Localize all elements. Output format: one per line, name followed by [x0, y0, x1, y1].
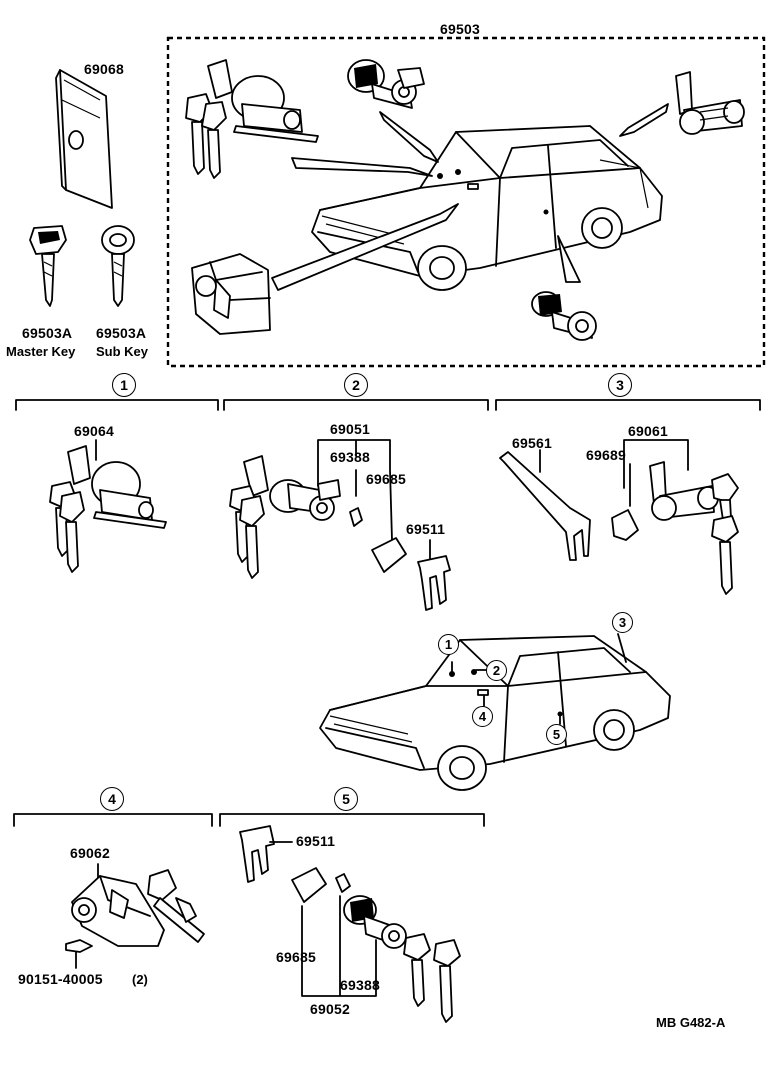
- group-2-marker: 2: [344, 373, 368, 397]
- group-5-clip: [335, 873, 351, 893]
- sub-key-part-number: 69503A: [96, 325, 147, 341]
- group-5-bracket: [219, 813, 485, 827]
- group-2-door-cylinder: [229, 455, 341, 579]
- car-marker-4: 4: [472, 706, 493, 727]
- key-plate-part-number: 69068: [84, 61, 124, 77]
- pointer-ignition: [291, 157, 433, 177]
- group-4-glovebox-lock: [71, 869, 205, 947]
- group-4-bolt: [65, 939, 93, 953]
- group-3-leaders: [623, 439, 689, 507]
- assembly-frame: [166, 36, 766, 368]
- group-5-door-cylinder: [343, 895, 461, 1023]
- group-3-bracket: [495, 399, 761, 411]
- group-4-marker: 4: [100, 787, 124, 811]
- group-5-pad: [291, 867, 327, 903]
- assembly-ignition-cylinder: [185, 59, 319, 179]
- key-plate: [55, 69, 113, 209]
- group-3-rod: [499, 451, 591, 561]
- g2-pad-part-number: 69685: [366, 471, 406, 487]
- g3-pad-part-number: 69689: [586, 447, 626, 463]
- group-2-pad: [371, 537, 407, 573]
- group-2-leaders: [317, 439, 393, 541]
- group-5-leaders: [301, 895, 377, 997]
- assembly-door-cylinder-top: [347, 59, 425, 109]
- group-1-marker: 1: [112, 373, 136, 397]
- master-key-caption: Master Key: [6, 344, 76, 359]
- assembly-glovebox-lock: [191, 253, 271, 335]
- g5-pad-part-number: 69685: [276, 949, 316, 965]
- group-1-bracket: [15, 399, 219, 411]
- group-3-trunk-cylinder: [649, 461, 739, 595]
- sub-key-caption: Sub Key: [96, 344, 149, 359]
- g1-cylinder-part-number: 69064: [74, 423, 114, 439]
- assembly-door-cylinder-bottom: [531, 291, 597, 341]
- car-marker-5: 5: [546, 724, 567, 745]
- group-4-bracket: [13, 813, 213, 827]
- sub-key-icon: [101, 225, 135, 307]
- group-2-bracket: [223, 399, 489, 411]
- assembly-part-number: 69503: [440, 21, 480, 37]
- pointer-glovebox: [271, 203, 459, 291]
- group-3-marker: 3: [608, 373, 632, 397]
- group-5-marker: 5: [334, 787, 358, 811]
- car-marker-2: 2: [486, 660, 507, 681]
- g5-retainer-part-number: 69511: [296, 833, 336, 849]
- g3-rod-part-number: 69561: [512, 435, 552, 451]
- pointer-trunk: [619, 103, 669, 137]
- g5-clip-part-number: 69388: [340, 977, 380, 993]
- pointer-door-1: [379, 111, 439, 163]
- car-marker-3: 3: [612, 612, 633, 633]
- g2-clip-part-number: 69388: [330, 449, 370, 465]
- group-1-ignition-cylinder: [49, 439, 167, 573]
- reference-car-drawing: [319, 633, 671, 791]
- car-marker-1: 1: [438, 634, 459, 655]
- master-key-part-number: 69503A: [22, 325, 73, 341]
- g2-retainer-part-number: 69511: [406, 521, 446, 537]
- group-2-retainer: [417, 555, 451, 611]
- g5-set-part-number: 69052: [310, 1001, 350, 1017]
- g3-set-part-number: 69061: [628, 423, 668, 439]
- group-5-retainer: [239, 825, 275, 883]
- master-key-icon: [29, 225, 67, 307]
- group-3-pad: [611, 509, 639, 541]
- pointer-door-2: [557, 235, 581, 283]
- g4-bolt-part-number: 90151-40005: [18, 971, 103, 987]
- g4-cylinder-part-number: 69062: [70, 845, 110, 861]
- group-2-clip: [349, 507, 363, 527]
- figure-code: MB G482-A: [656, 1015, 726, 1030]
- assembly-trunk-cylinder: [675, 71, 745, 135]
- assembly-car-drawing: [311, 125, 663, 291]
- g4-bolt-quantity: (2): [132, 972, 148, 987]
- g2-set-part-number: 69051: [330, 421, 370, 437]
